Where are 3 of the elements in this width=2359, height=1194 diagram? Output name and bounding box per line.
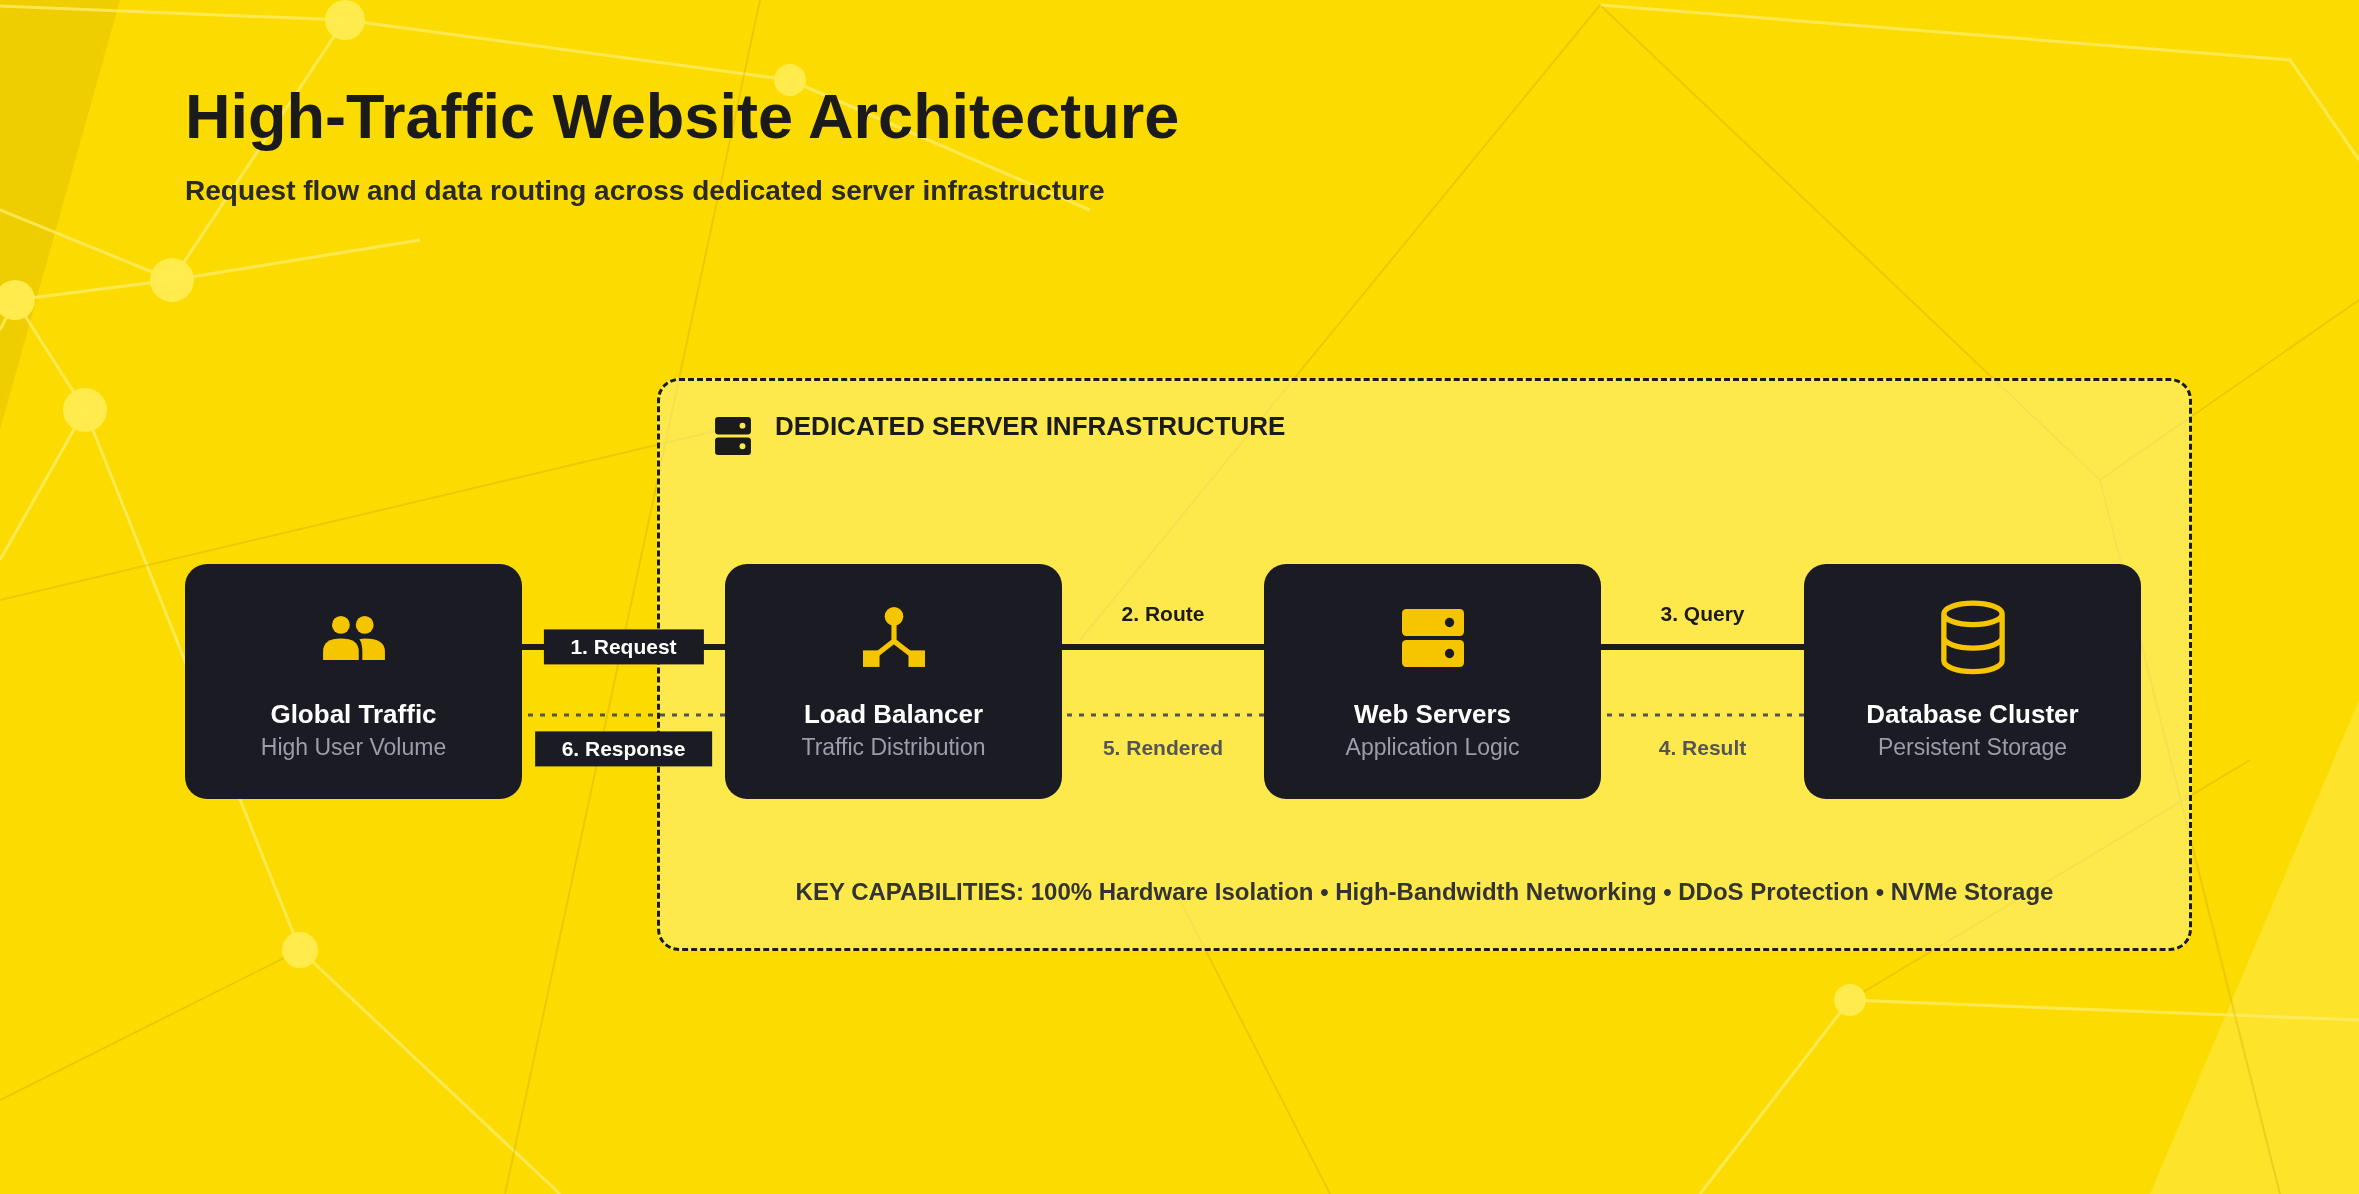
node-title: Database Cluster [1866, 699, 2079, 731]
node-card [1804, 564, 2141, 799]
node-subtitle: Persistent Storage [1877, 734, 2068, 762]
